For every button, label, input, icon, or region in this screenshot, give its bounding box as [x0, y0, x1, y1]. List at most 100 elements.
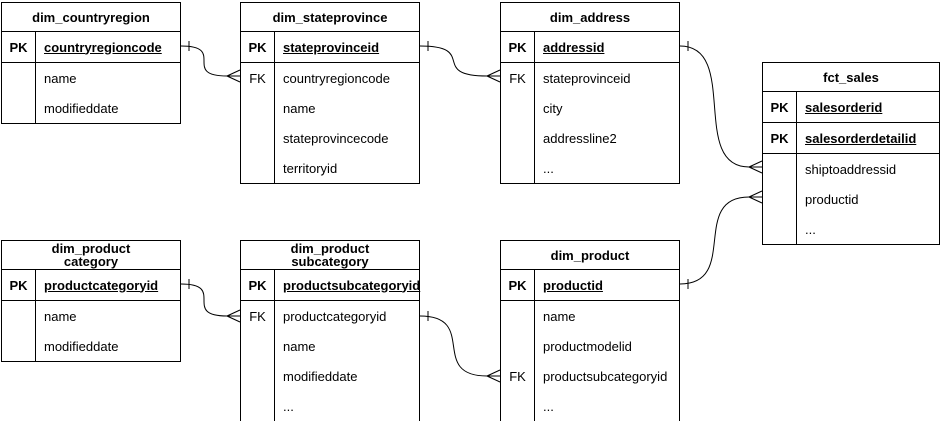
table-row: addressline2 — [501, 123, 679, 153]
field-name: productid — [543, 277, 603, 293]
entity-fct-sales[interactable]: fct_sales PK salesorderid PK salesorderd… — [762, 62, 940, 245]
field-name: stateprovinceid — [283, 39, 380, 55]
field-name: name — [283, 100, 316, 116]
field-name: productsubcategoryid — [543, 368, 668, 384]
fk-label: FK — [501, 361, 535, 391]
table-row: PK salesorderid — [763, 92, 939, 123]
fk-label: FK — [241, 63, 275, 93]
field-name: name — [44, 308, 77, 324]
entity-dim-productcategory[interactable]: dim_product category PK productcategoryi… — [1, 240, 181, 362]
entity-title: dim_product subcategory — [241, 241, 419, 270]
relationship-dim_product-to-fct_sales[interactable] — [679, 190, 763, 289]
table-row: ... — [501, 391, 679, 421]
field-name: stateprovincecode — [283, 130, 389, 146]
field-name: name — [283, 338, 316, 354]
key-cell — [2, 93, 36, 123]
key-cell — [2, 301, 36, 331]
key-cell — [241, 123, 275, 153]
key-cell — [241, 331, 275, 361]
field-name: productmodelid — [543, 338, 632, 354]
key-cell — [241, 93, 275, 123]
table-row: FK productsubcategoryid — [501, 361, 679, 391]
table-row: PK stateprovinceid — [241, 32, 419, 63]
key-cell — [501, 153, 535, 183]
field-name: ... — [283, 398, 294, 414]
key-cell — [763, 184, 797, 214]
relationship-dim_productsubcategory-to-dim_product[interactable] — [419, 311, 501, 383]
key-cell — [763, 214, 797, 244]
pk-label: PK — [763, 92, 797, 122]
field-name: modifieddate — [44, 100, 119, 116]
field-name: countryregioncode — [44, 39, 162, 55]
key-cell — [241, 153, 275, 183]
table-row: FK countryregioncode — [241, 63, 419, 93]
table-row: FK stateprovinceid — [501, 63, 679, 93]
key-cell — [241, 391, 275, 421]
table-row: productmodelid — [501, 331, 679, 361]
table-row: name — [241, 93, 419, 123]
table-row: FK productcategoryid — [241, 301, 419, 331]
entity-dim-countryregion[interactable]: dim_countryregion PK countryregioncode n… — [1, 2, 181, 124]
field-name: productid — [805, 191, 859, 207]
entity-dim-product[interactable]: dim_product PK productid name productmod… — [500, 240, 680, 421]
relationship-dim_countryregion-to-dim_stateprovince[interactable] — [180, 41, 241, 83]
table-row: PK salesorderdetailid — [763, 123, 939, 154]
entity-dim-address[interactable]: dim_address PK addressid FK stateprovinc… — [500, 2, 680, 184]
key-cell — [501, 301, 535, 331]
field-name: modifieddate — [283, 368, 358, 384]
table-row: PK productcategoryid — [2, 270, 180, 301]
fk-label: FK — [241, 301, 275, 331]
relationship-dim_productcategory-to-dim_productsubcategory[interactable] — [180, 279, 241, 323]
entity-dim-stateprovince[interactable]: dim_stateprovince PK stateprovinceid FK … — [240, 2, 420, 184]
table-row: ... — [763, 214, 939, 244]
table-row: name — [2, 63, 180, 93]
table-row: name — [501, 301, 679, 331]
relationship-dim_stateprovince-to-dim_address[interactable] — [419, 41, 501, 83]
entity-title: fct_sales — [763, 63, 939, 92]
field-name: salesorderdetailid — [805, 130, 917, 146]
field-name: name — [44, 70, 77, 86]
field-name: productsubcategoryid — [283, 277, 421, 293]
entity-title: dim_address — [501, 3, 679, 32]
field-name: city — [543, 100, 563, 116]
entity-title: dim_product category — [2, 241, 180, 270]
pk-label: PK — [501, 32, 535, 62]
field-name: countryregioncode — [283, 70, 390, 86]
field-name: modifieddate — [44, 338, 119, 354]
table-row: PK productid — [501, 270, 679, 301]
key-cell — [2, 63, 36, 93]
pk-label: PK — [2, 32, 36, 62]
entity-title: dim_product — [501, 241, 679, 270]
field-name: salesorderid — [805, 99, 883, 115]
key-cell — [501, 93, 535, 123]
table-row: PK countryregioncode — [2, 32, 180, 63]
field-name: shiptoaddressid — [805, 161, 897, 177]
table-row: name — [241, 331, 419, 361]
table-row: productid — [763, 184, 939, 214]
pk-label: PK — [241, 270, 275, 300]
table-row: modifieddate — [241, 361, 419, 391]
key-cell — [2, 331, 36, 361]
table-row: ... — [501, 153, 679, 183]
field-name: name — [543, 308, 576, 324]
entity-dim-productsubcategory[interactable]: dim_product subcategory PK productsubcat… — [240, 240, 420, 421]
relationship-dim_address-to-fct_sales[interactable] — [679, 41, 763, 174]
field-name: ... — [543, 398, 554, 414]
entity-title: dim_stateprovince — [241, 3, 419, 32]
field-name: stateprovinceid — [543, 70, 631, 86]
table-row: territoryid — [241, 153, 419, 183]
entity-title: dim_countryregion — [2, 3, 180, 32]
key-cell — [501, 123, 535, 153]
fk-label: FK — [501, 63, 535, 93]
field-name: ... — [543, 160, 554, 176]
key-cell — [501, 391, 535, 421]
field-name: addressid — [543, 39, 605, 55]
table-row: shiptoaddressid — [763, 154, 939, 184]
table-row: PK productsubcategoryid — [241, 270, 421, 301]
field-name: addressline2 — [543, 130, 617, 146]
table-row: PK addressid — [501, 32, 679, 63]
key-cell — [501, 331, 535, 361]
field-name: productcategoryid — [283, 308, 387, 324]
key-cell — [763, 154, 797, 184]
